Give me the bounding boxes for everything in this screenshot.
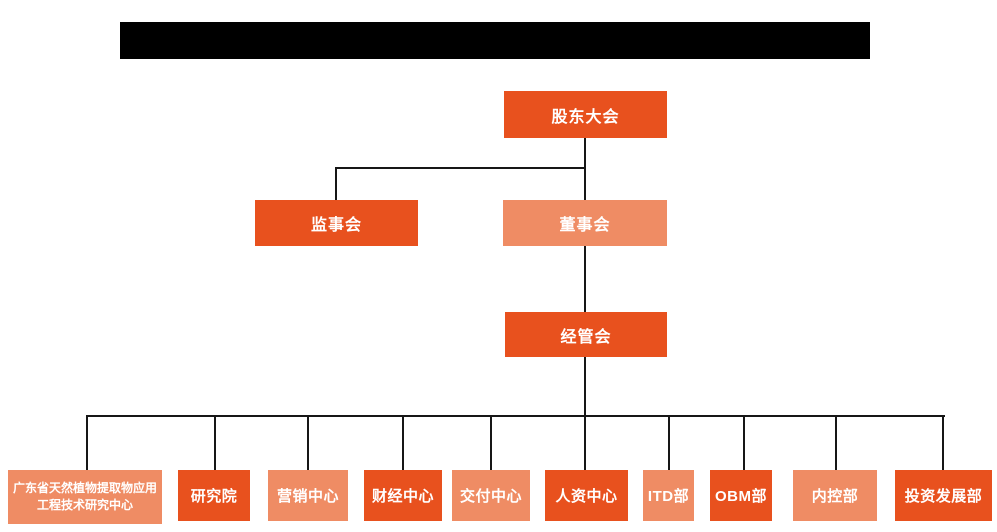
connector-l4-drop-6 (584, 415, 586, 470)
org-box-research-center: 广东省天然植物提取物应用工程技术研究中心 (8, 470, 162, 524)
org-box-hr-center: 人资中心 (545, 470, 628, 521)
connector-l3-vertical (584, 357, 586, 417)
connector-l4-drop-8 (743, 415, 745, 470)
connector-l4-drop-7 (668, 415, 670, 470)
connector-l4-drop-10 (942, 415, 944, 470)
connector-l4-drop-4 (402, 415, 404, 470)
org-box-delivery-center: 交付中心 (452, 470, 530, 521)
org-box-shareholders-meeting: 股东大会 (504, 91, 667, 138)
org-box-board-of-directors: 董事会 (503, 200, 667, 246)
redacted-title-bar (120, 22, 870, 59)
connector-l4-drop-2 (214, 415, 216, 470)
connector-l4-drop-9 (835, 415, 837, 470)
org-box-investment-development-dept: 投资发展部 (895, 470, 992, 521)
org-box-internal-control-dept: 内控部 (793, 470, 877, 521)
connector-l4-horizontal (86, 415, 945, 417)
org-box-marketing-center: 营销中心 (268, 470, 348, 521)
connector-l2-drop-supervisory (335, 167, 337, 200)
org-box-obm-dept: OBM部 (710, 470, 772, 521)
org-box-itd-dept: ITD部 (643, 470, 694, 521)
connector-l2-horizontal (335, 167, 586, 169)
connector-l4-drop-5 (490, 415, 492, 470)
connector-l1-vertical (584, 138, 586, 200)
org-box-management-committee: 经管会 (505, 312, 667, 357)
connector-l4-drop-1 (86, 415, 88, 470)
connector-l2-l3-vertical (584, 246, 586, 312)
org-box-finance-center: 财经中心 (364, 470, 442, 521)
org-box-supervisory-board: 监事会 (255, 200, 418, 246)
org-box-research-institute: 研究院 (178, 470, 250, 521)
connector-l4-drop-3 (307, 415, 309, 470)
